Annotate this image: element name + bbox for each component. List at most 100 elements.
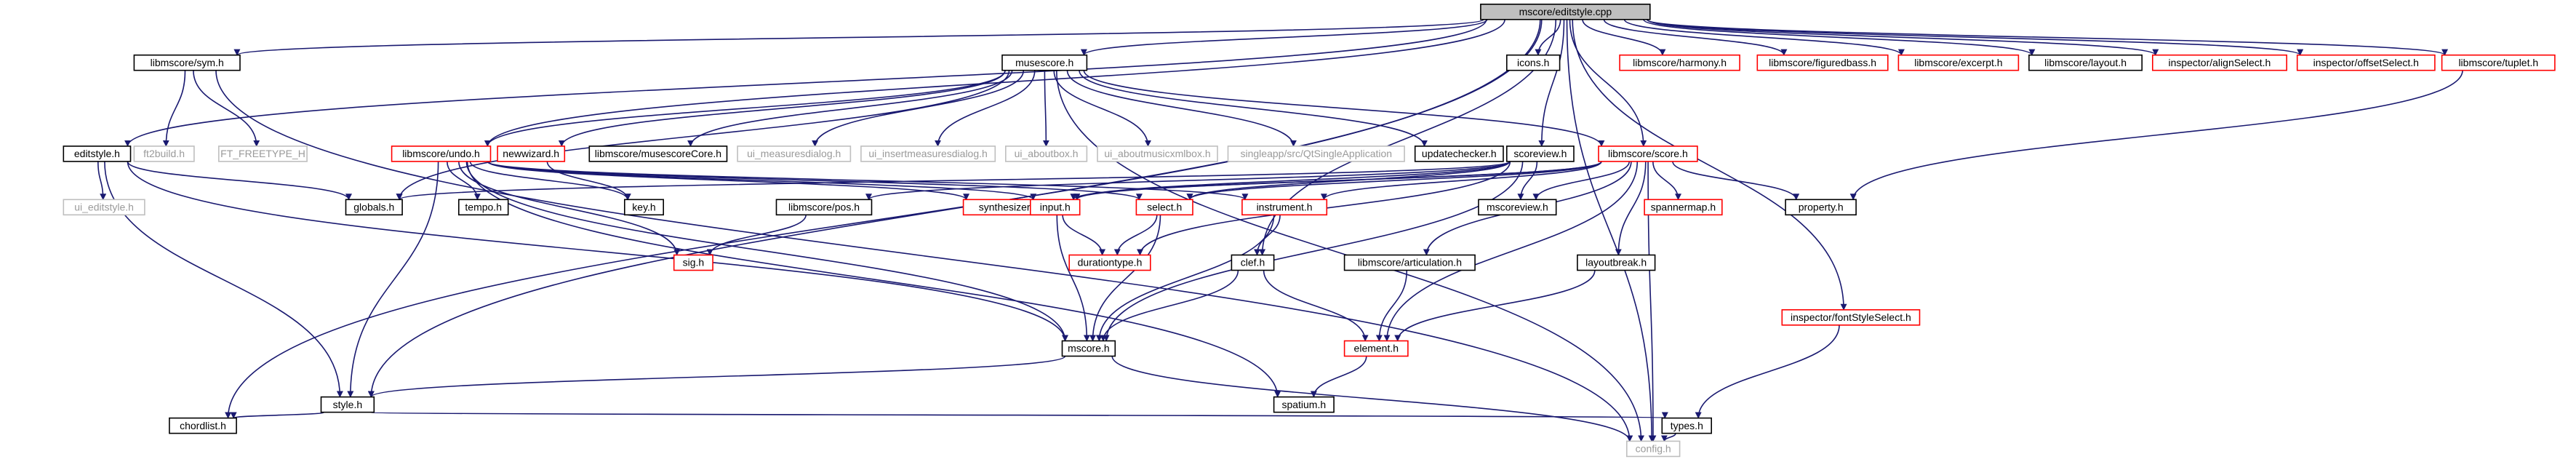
- node-types[interactable]: types.h: [1661, 417, 1713, 434]
- node-box-key[interactable]: [623, 199, 664, 216]
- node-box-root[interactable]: [1480, 4, 1651, 20]
- node-box-articulation[interactable]: [1343, 254, 1476, 271]
- node-figuredbass[interactable]: libmscore/figuredbass.h: [1756, 54, 1889, 71]
- node-score[interactable]: libmscore/score.h: [1598, 146, 1698, 162]
- node-box-spatium[interactable]: [1273, 396, 1335, 413]
- node-box-instrument[interactable]: [1241, 199, 1328, 216]
- node-box-clef[interactable]: [1231, 254, 1275, 271]
- node-box-newwizard[interactable]: [497, 146, 566, 162]
- node-ui_aboutmusicxml[interactable]: ui_aboutmusicxmlbox.h: [1097, 146, 1218, 162]
- node-box-figuredbass[interactable]: [1756, 54, 1889, 71]
- node-alignselect[interactable]: inspector/alignSelect.h: [2152, 54, 2288, 71]
- node-box-chordlist[interactable]: [169, 417, 237, 434]
- node-excerpt[interactable]: libmscore/excerpt.h: [1897, 54, 2020, 71]
- node-sig[interactable]: sig.h: [673, 254, 713, 271]
- node-box-scoreview[interactable]: [1506, 146, 1575, 162]
- node-box-config[interactable]: [1626, 440, 1681, 458]
- node-box-musescorecore[interactable]: [588, 146, 728, 162]
- node-updatechecker[interactable]: updatechecker.h: [1414, 146, 1504, 162]
- node-box-input[interactable]: [1030, 199, 1081, 216]
- node-clef[interactable]: clef.h: [1231, 254, 1275, 271]
- node-box-ui_measuresdialog[interactable]: [737, 146, 852, 162]
- node-box-musescore[interactable]: [1001, 54, 1088, 71]
- node-articulation[interactable]: libmscore/articulation.h: [1343, 254, 1476, 271]
- node-ui_insertmeasures[interactable]: ui_insertmeasuresdialog.h: [860, 146, 996, 162]
- edge-editstyle-to-mscore: [127, 161, 1068, 342]
- node-editstyle[interactable]: editstyle.h: [63, 146, 132, 162]
- node-property[interactable]: property.h: [1785, 199, 1857, 216]
- node-box-ui_aboutmusicxml[interactable]: [1097, 146, 1218, 162]
- node-box-ui_aboutbox[interactable]: [1005, 146, 1088, 162]
- node-box-layout[interactable]: [2028, 54, 2143, 71]
- node-sym[interactable]: libmscore/sym.h: [133, 54, 241, 71]
- node-box-layoutbreak[interactable]: [1577, 254, 1656, 271]
- node-element[interactable]: element.h: [1343, 340, 1409, 357]
- node-globals[interactable]: globals.h: [345, 199, 403, 216]
- node-box-freetype[interactable]: [217, 146, 308, 162]
- node-box-ui_insertmeasures[interactable]: [860, 146, 996, 162]
- node-qtsingle[interactable]: singleapp/src/QtSingleApplication: [1227, 146, 1405, 162]
- node-box-property[interactable]: [1785, 199, 1857, 216]
- node-undo[interactable]: libmscore/undo.h: [391, 146, 492, 162]
- node-box-tempo[interactable]: [457, 199, 509, 216]
- node-spannermap[interactable]: spannermap.h: [1644, 199, 1723, 216]
- node-key[interactable]: key.h: [623, 199, 664, 216]
- node-box-durationtype[interactable]: [1068, 254, 1151, 271]
- node-box-ft2build[interactable]: [133, 146, 195, 162]
- node-layoutbreak[interactable]: layoutbreak.h: [1577, 254, 1656, 271]
- node-fontstyle[interactable]: inspector/fontStyleSelect.h: [1781, 308, 1921, 326]
- node-box-undo[interactable]: [391, 146, 492, 162]
- node-box-icons[interactable]: [1506, 54, 1561, 71]
- node-box-style[interactable]: [320, 396, 375, 413]
- node-box-offsetselect[interactable]: [2296, 54, 2436, 71]
- node-box-excerpt[interactable]: [1897, 54, 2020, 71]
- edge-sym-to-freetype: [193, 70, 260, 147]
- node-box-score[interactable]: [1598, 146, 1698, 162]
- node-newwizard[interactable]: newwizard.h: [497, 146, 566, 162]
- node-box-editstyle[interactable]: [63, 146, 132, 162]
- node-scoreview[interactable]: scoreview.h: [1506, 146, 1575, 162]
- node-box-mscoreview[interactable]: [1478, 199, 1557, 216]
- node-musescorecore[interactable]: libmscore/musescoreCore.h: [588, 146, 728, 162]
- node-freetype[interactable]: FT_FREETYPE_H: [217, 146, 308, 162]
- node-icons[interactable]: icons.h: [1506, 54, 1561, 71]
- node-box-qtsingle[interactable]: [1227, 146, 1405, 162]
- node-box-sig[interactable]: [673, 254, 713, 271]
- node-box-spannermap[interactable]: [1644, 199, 1723, 216]
- node-root[interactable]: mscore/editstyle.cpp: [1480, 4, 1651, 20]
- node-ui_measuresdialog[interactable]: ui_measuresdialog.h: [737, 146, 852, 162]
- node-config[interactable]: config.h: [1626, 440, 1681, 458]
- node-box-pos[interactable]: [775, 199, 873, 216]
- node-box-alignselect[interactable]: [2152, 54, 2288, 71]
- node-style[interactable]: style.h: [320, 396, 375, 413]
- node-mscore[interactable]: mscore.h: [1061, 340, 1116, 357]
- node-box-updatechecker[interactable]: [1414, 146, 1504, 162]
- node-box-ui_editstyle[interactable]: [63, 199, 145, 216]
- node-offsetselect[interactable]: inspector/offsetSelect.h: [2296, 54, 2436, 71]
- node-musescore[interactable]: musescore.h: [1001, 54, 1088, 71]
- node-box-element[interactable]: [1343, 340, 1409, 357]
- node-box-select[interactable]: [1135, 199, 1193, 216]
- node-layout[interactable]: libmscore/layout.h: [2028, 54, 2143, 71]
- node-spatium[interactable]: spatium.h: [1273, 396, 1335, 413]
- node-chordlist[interactable]: chordlist.h: [169, 417, 237, 434]
- node-box-mscore[interactable]: [1061, 340, 1116, 357]
- node-tempo[interactable]: tempo.h: [457, 199, 509, 216]
- node-box-sym[interactable]: [133, 54, 241, 71]
- node-instrument[interactable]: instrument.h: [1241, 199, 1328, 216]
- node-harmony[interactable]: libmscore/harmony.h: [1619, 54, 1740, 71]
- node-box-fontstyle[interactable]: [1781, 308, 1921, 326]
- node-box-types[interactable]: [1661, 417, 1713, 434]
- node-ft2build[interactable]: ft2build.h: [133, 146, 195, 162]
- node-mscoreview[interactable]: mscoreview.h: [1478, 199, 1557, 216]
- node-durationtype[interactable]: durationtype.h: [1068, 254, 1151, 271]
- node-input[interactable]: input.h: [1030, 199, 1081, 216]
- node-ui_aboutbox[interactable]: ui_aboutbox.h: [1005, 146, 1088, 162]
- node-box-harmony[interactable]: [1619, 54, 1740, 71]
- node-select[interactable]: select.h: [1135, 199, 1193, 216]
- node-box-globals[interactable]: [345, 199, 403, 216]
- node-tuplet[interactable]: libmscore/tuplet.h: [2441, 54, 2556, 71]
- node-pos[interactable]: libmscore/pos.h: [775, 199, 873, 216]
- node-ui_editstyle[interactable]: ui_editstyle.h: [63, 199, 145, 216]
- node-box-tuplet[interactable]: [2441, 54, 2556, 71]
